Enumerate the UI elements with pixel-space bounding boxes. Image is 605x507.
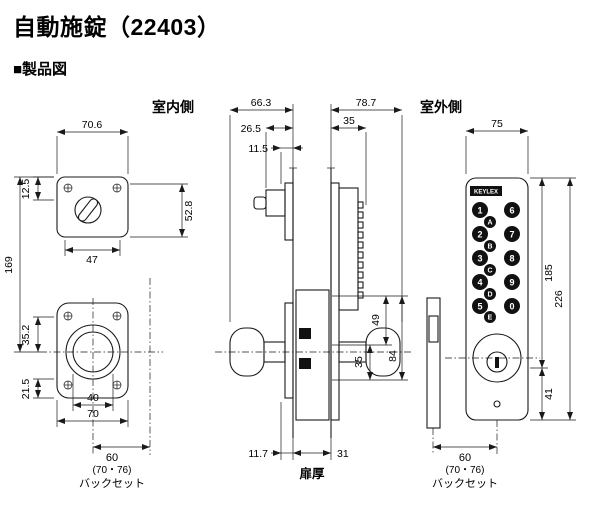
dim-upper-height: 185 [543, 264, 555, 282]
keypad-key: B [487, 244, 492, 251]
dim-rose-upper: 35.2 [20, 325, 32, 346]
mortise-lock-case [295, 289, 330, 421]
brand-plate [470, 186, 502, 196]
backset-caption: バックセット [432, 477, 498, 490]
dim-total-height: 169 [3, 256, 15, 274]
dim-rose-lower: 21.5 [20, 379, 32, 400]
indoor-rose-side [284, 302, 294, 399]
screw-icon [63, 311, 122, 390]
keypad-digit-buttons: 1 2 3 4 5 6 7 8 9 0 [472, 202, 520, 314]
dim-indoor-depth: 66.3 [251, 97, 272, 109]
dim-total-height: 226 [553, 290, 565, 308]
dim-outdoor-depth: 78.7 [356, 97, 377, 109]
dim-knob-dia: 40 [87, 392, 99, 404]
outdoor-side-label: 室外側 [420, 99, 462, 115]
thumbturn-side [253, 196, 267, 210]
page-title: 自動施錠（22403） [13, 14, 221, 40]
keypad-key: 3 [477, 254, 482, 264]
latch-faceplate [426, 297, 441, 429]
deadlatch [299, 358, 311, 369]
dim-indoor-protrusion: 11.7 [248, 448, 268, 460]
key-cylinder [486, 351, 508, 373]
section-heading: ■製品図 [13, 61, 68, 78]
latch-front [428, 315, 439, 343]
outdoor-front-view: KEYLEX 1 2 3 4 5 6 7 8 9 0 A B C D E [426, 177, 540, 455]
indoor-front-view [40, 176, 163, 455]
dim-plate-height: 52.8 [183, 201, 195, 222]
screw-icon [493, 400, 501, 408]
keyway-icon [495, 357, 499, 368]
outdoor-plate-side [330, 182, 340, 421]
keypad-key: 5 [477, 302, 482, 312]
backset-range: (70・76) [446, 465, 485, 476]
backset-value: 60 [459, 452, 471, 464]
backset-range: (70・76) [93, 465, 132, 476]
side-section-view [215, 167, 412, 438]
dim-unit-width: 75 [491, 118, 503, 130]
dim-case-lower: 35 [353, 356, 365, 368]
dimension-annotations-outdoor: 75 185 41 226 60 (70・76) バックセット [432, 118, 576, 490]
thumbturn-lever-icon [77, 198, 99, 222]
dim-case-total: 84 [387, 350, 399, 362]
dim-inner-width: 47 [86, 254, 98, 266]
keypad-key: 7 [509, 230, 514, 240]
indoor-side-label: 室内側 [152, 99, 194, 115]
dim-plate-depth: 11.5 [248, 143, 268, 155]
dim-rose-width: 70 [87, 408, 99, 420]
dim-lower-height: 41 [543, 388, 555, 400]
keypad-key: A [487, 220, 492, 227]
indoor-rose [56, 302, 129, 399]
indoor-escutcheon-side [284, 182, 294, 241]
door-thickness-label: 扉厚 [299, 466, 325, 481]
dimension-annotations-side: 66.3 26.5 11.5 78.7 35 49 [229, 97, 408, 481]
keypad-buttons-side [357, 201, 364, 299]
backset-caption: バックセット [79, 477, 145, 490]
dim-turn-depth: 26.5 [241, 123, 262, 135]
keypad-key: 4 [477, 278, 482, 288]
dim-top-offset: 12.5 [20, 179, 32, 200]
backset-value: 60 [106, 452, 118, 464]
keypad-key: 8 [509, 254, 514, 264]
thumbturn [74, 196, 102, 224]
dim-plate-width: 70.6 [82, 119, 103, 131]
keypad-body-side [338, 187, 359, 311]
keypad-key: 6 [509, 206, 514, 216]
dimension-annotations-indoor: 70.6 12.5 52.8 47 169 35.2 21.5 [3, 119, 195, 490]
keypad-key: D [487, 292, 492, 299]
thumbturn-housing-side [265, 189, 286, 217]
keypad-key: 0 [509, 302, 514, 312]
keypad-key: 1 [477, 206, 482, 216]
indoor-escutcheon-plate [56, 176, 129, 238]
dim-door-thickness: 31 [337, 448, 349, 460]
latch-bolt [299, 328, 311, 339]
keypad-key: 2 [477, 230, 482, 240]
keypad-key: 9 [509, 278, 514, 288]
dim-case-upper: 49 [370, 314, 382, 326]
dim-body-depth: 35 [343, 115, 355, 127]
screw-icon [63, 183, 122, 193]
keypad-key: C [487, 268, 492, 275]
keypad-letter-buttons: A B C D E [484, 216, 496, 323]
keypad-key: E [488, 315, 493, 322]
brand-label: KEYLEX [474, 190, 498, 196]
